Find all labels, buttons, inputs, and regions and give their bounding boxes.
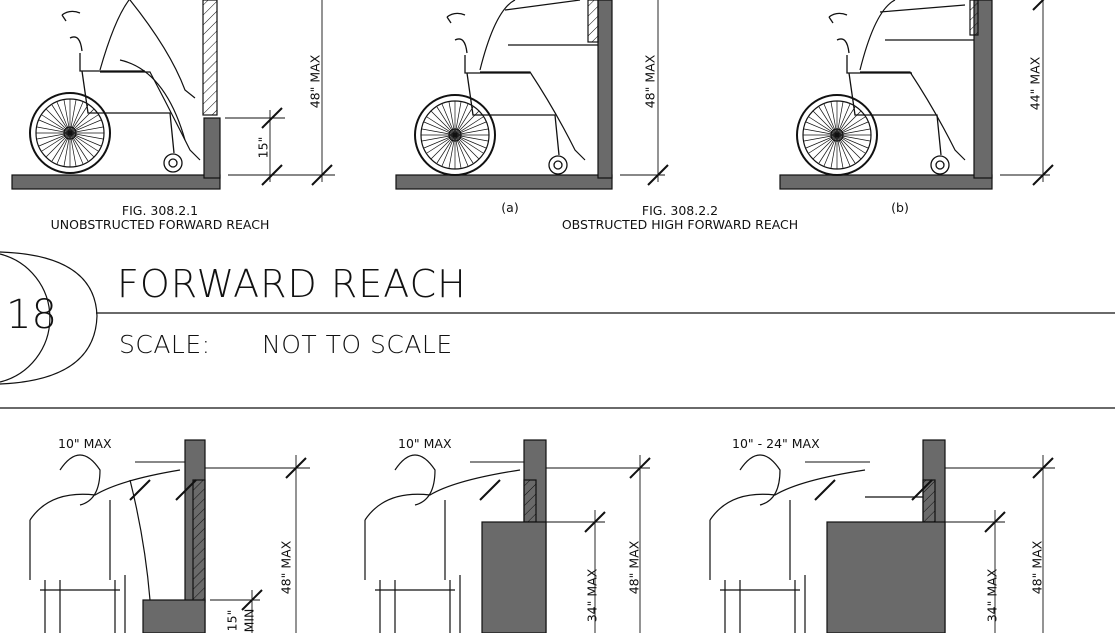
fig-obstructed-reach-a	[395, 0, 669, 190]
fig1-number: FIG. 308.2.1	[121, 203, 199, 218]
dim-p1-reach: 10" MAX	[58, 436, 112, 451]
side-reach-panel-1	[29, 439, 310, 633]
dim-p1-height: 48" MAX	[278, 540, 294, 595]
side-reach-panel-3	[709, 439, 1055, 633]
detail-number: 18	[6, 292, 57, 338]
dim-p1-low: 15"	[224, 609, 240, 632]
fig2-title: OBSTRUCTED HIGH FORWARD REACH	[561, 217, 799, 232]
dim-p2-reach: 10" MAX	[398, 436, 452, 451]
fig-unobstructed-forward-reach	[11, 0, 335, 190]
fig-obstructed-reach-b	[779, 0, 1054, 190]
dim-figb-height: 44" MAX	[1027, 56, 1043, 111]
title-block-linework	[0, 251, 1115, 409]
sub-caption-a: (a)	[501, 200, 519, 215]
dim-p3-height: 48" MAX	[1029, 540, 1045, 595]
dim-p1-low-group: 15" MIN	[222, 605, 258, 633]
sub-caption-b: (b)	[891, 200, 909, 215]
dim-p3-counter: 34" MAX	[984, 568, 1000, 623]
dim-p2-counter: 34" MAX	[584, 568, 600, 623]
fig2-number: FIG. 308.2.2	[641, 203, 719, 218]
dim-fig1-height: 48" MAX	[307, 54, 323, 109]
dim-fig1-sill: 15"	[255, 136, 271, 159]
detail-title: FORWARD REACH	[117, 262, 467, 306]
dim-p3-reach: 10" - 24" MAX	[732, 436, 820, 451]
scale-value: NOT TO SCALE	[262, 330, 453, 359]
scale-label: SCALE:	[119, 330, 211, 359]
dim-figa-height: 48" MAX	[642, 54, 658, 109]
dim-p2-height: 48" MAX	[626, 540, 642, 595]
dim-p1-low-suffix: MIN	[241, 608, 257, 633]
fig1-title: UNOBSTRUCTED FORWARD REACH	[50, 217, 270, 232]
side-reach-panel-2	[364, 439, 651, 633]
